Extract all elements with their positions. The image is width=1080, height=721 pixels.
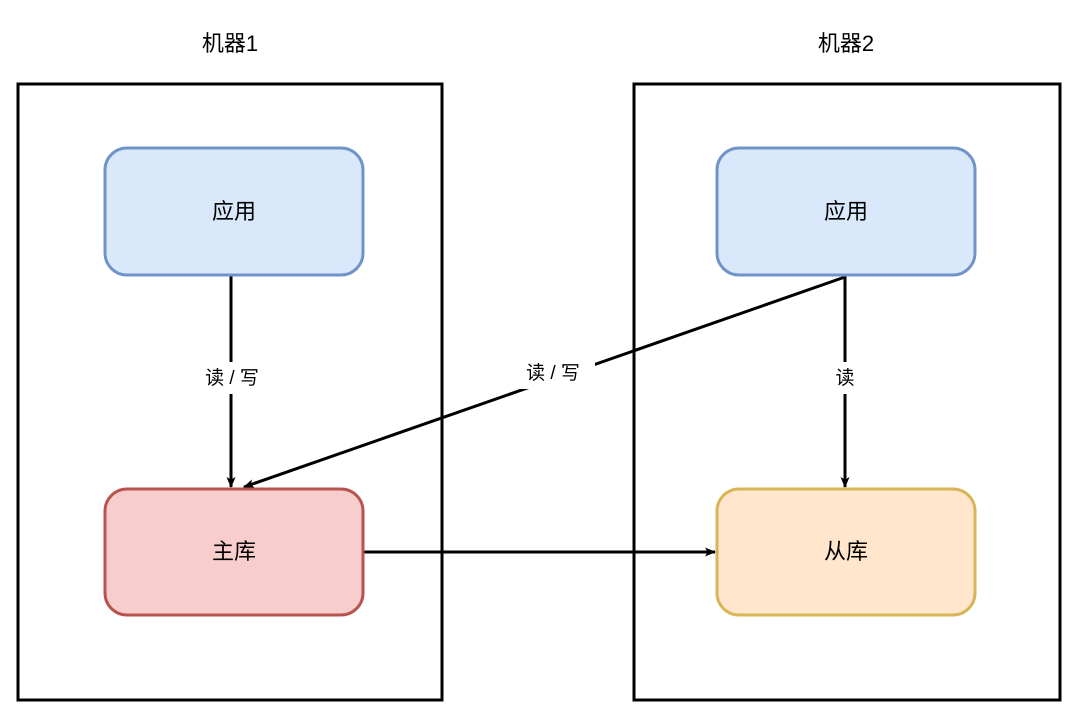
edge-label-app-right-to-slave: 读	[823, 362, 867, 394]
app-right-box[interactable]	[715, 146, 977, 277]
node-master-db[interactable]: 主库	[103, 487, 365, 617]
master-db-label: 主库	[212, 539, 256, 564]
edge-label-app-right-to-master: 读 / 写	[511, 357, 595, 389]
app-left-label: 应用	[212, 199, 256, 224]
node-app-left[interactable]: 应用	[103, 146, 365, 277]
app-left-box[interactable]	[103, 146, 365, 277]
edge-label-read-write-diagonal: 读 / 写	[526, 362, 580, 384]
machine-2-container	[632, 82, 1062, 702]
node-app-right[interactable]: 应用	[715, 146, 977, 277]
node-slave-db[interactable]: 从库	[715, 487, 977, 617]
edge-label-read-write-left: 读 / 写	[205, 367, 259, 389]
machine-2-title: 机器2	[818, 31, 874, 56]
slave-db-label: 从库	[824, 539, 868, 564]
master-db-box[interactable]	[103, 487, 365, 617]
machine-1-title: 机器1	[202, 31, 258, 56]
edge-label-read: 读	[835, 367, 854, 389]
machine-1-container	[16, 82, 444, 702]
edge-label-app-left-to-master: 读 / 写	[190, 362, 274, 394]
app-right-label: 应用	[824, 199, 868, 224]
slave-db-box[interactable]	[715, 487, 977, 617]
